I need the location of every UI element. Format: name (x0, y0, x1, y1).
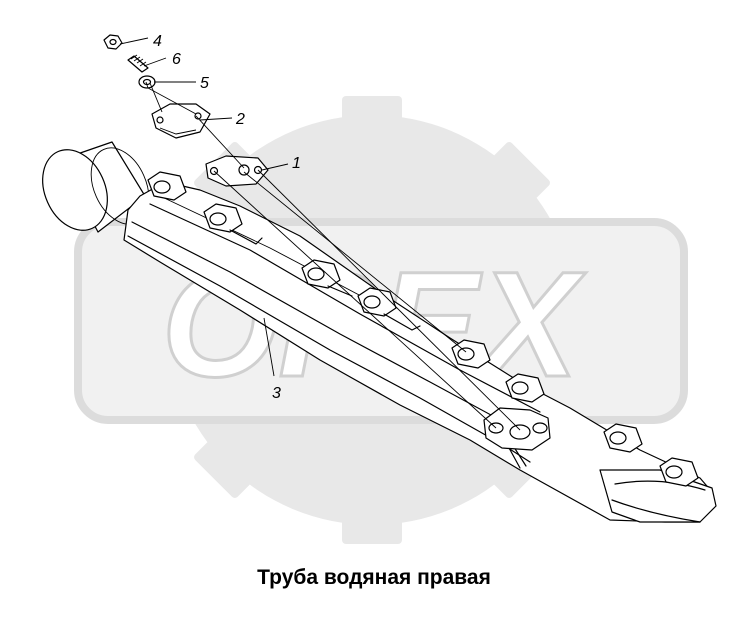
callout-4: 4 (153, 33, 162, 50)
nut-part-4 (103, 34, 123, 50)
diagram-caption: Труба водяная правая (257, 566, 491, 589)
callout-3: 3 (272, 385, 281, 402)
callout-6: 6 (172, 51, 181, 68)
callout-2: 2 (235, 111, 245, 128)
callout-1: 1 (292, 155, 301, 172)
stud-part-6 (127, 54, 149, 73)
cover-plate-part-2 (151, 103, 211, 139)
callout-labels: 4 6 5 2 1 3 (153, 33, 301, 402)
assembly-lines (119, 37, 521, 431)
water-pipe (42, 141, 717, 523)
callout-5: 5 (200, 75, 209, 92)
pipe-flange-bosses (147, 171, 699, 487)
